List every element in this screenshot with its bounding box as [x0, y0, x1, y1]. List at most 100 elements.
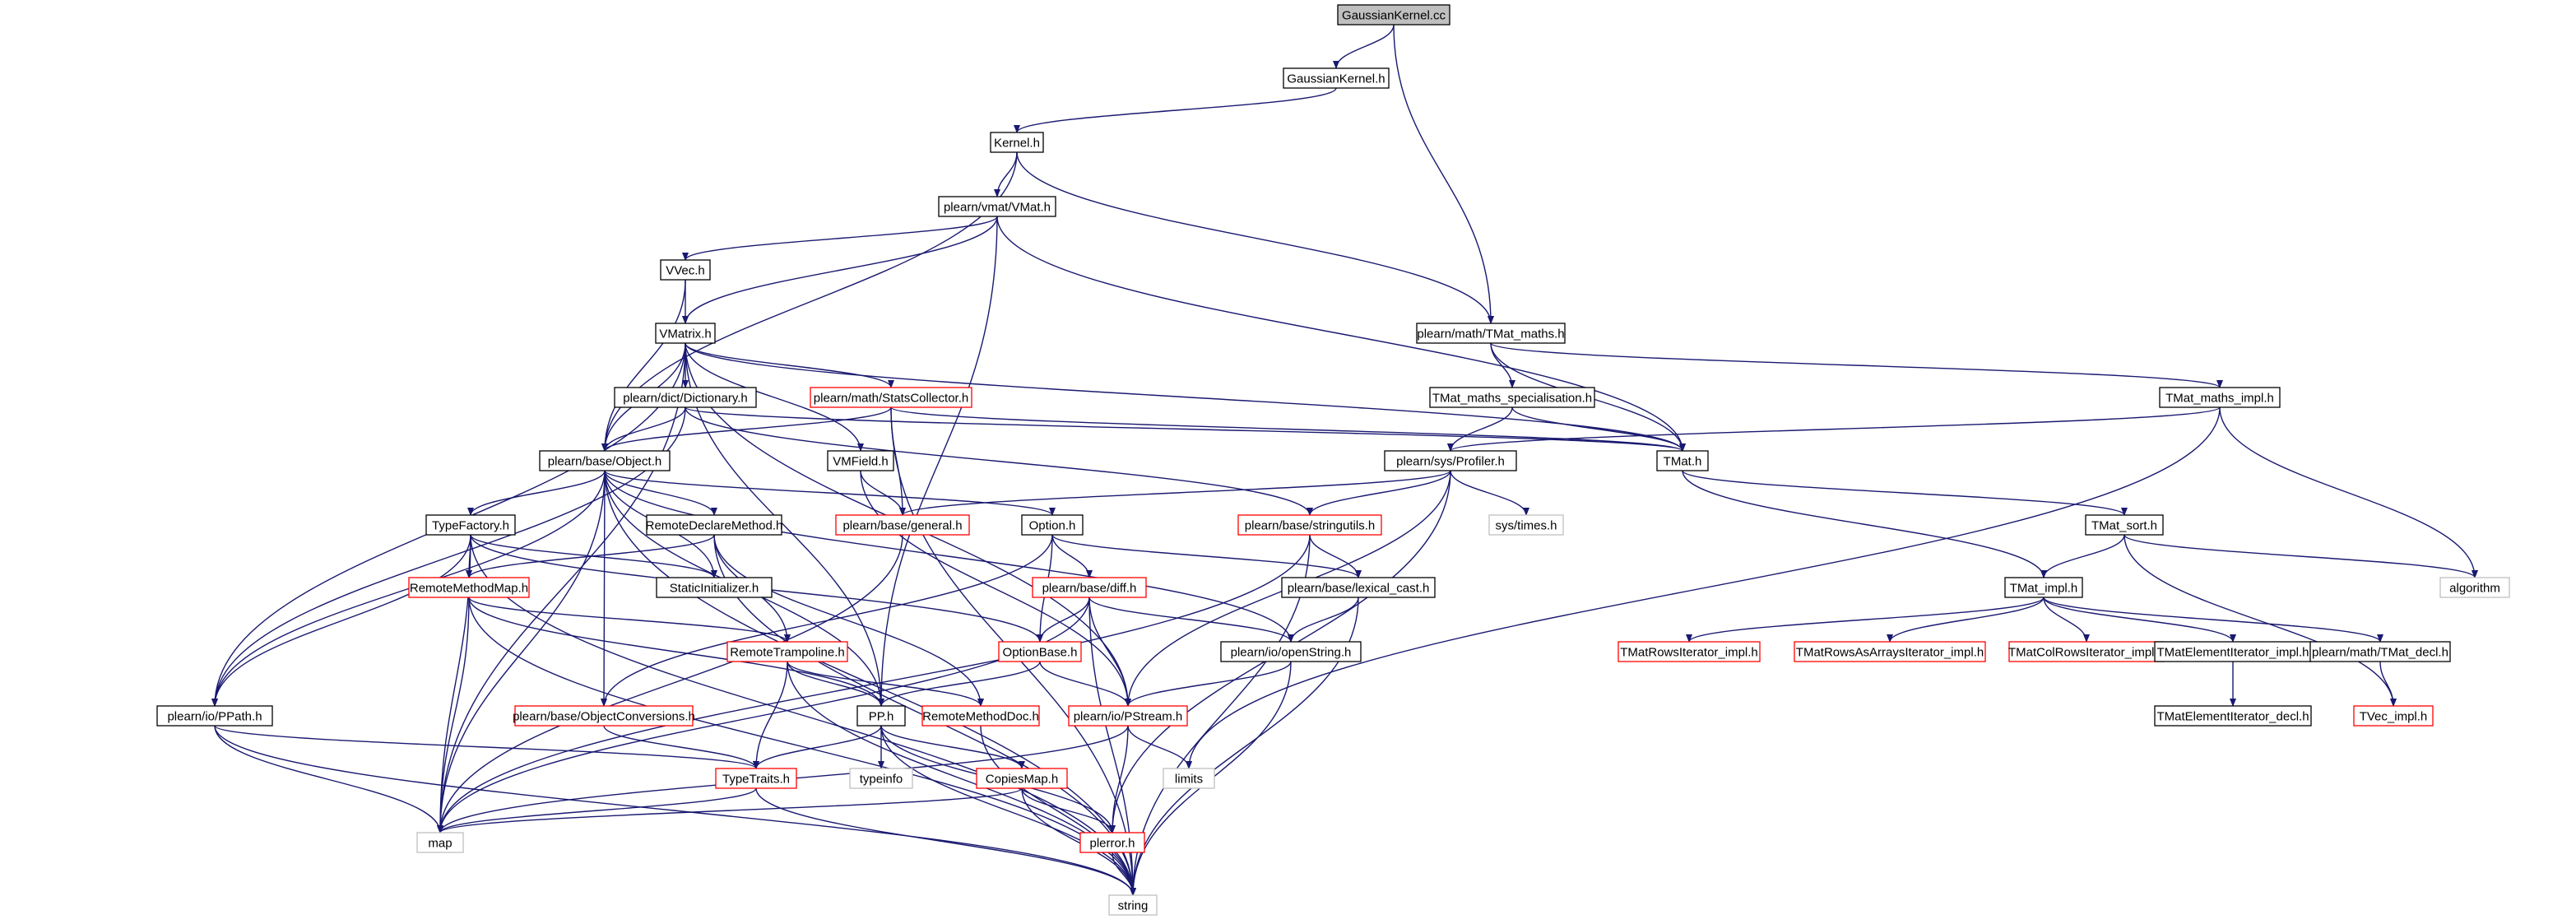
node-tmatrowsasarrays[interactable]: TMatRowsAsArraysIterator_impl.h: [1794, 641, 1986, 662]
node-typeinfo[interactable]: typeinfo: [849, 768, 913, 789]
edge-object-to-string: [604, 470, 1136, 896]
node-tmatrowsiter[interactable]: TMatRowsIterator_impl.h: [1618, 641, 1761, 662]
node-profiler[interactable]: plearn/sys/Profiler.h: [1384, 450, 1517, 471]
edge-vmat-to-tmat_h: [996, 216, 1686, 452]
node-label: TypeTraits.h: [722, 773, 790, 787]
node-tvec_impl[interactable]: TVec_impl.h: [2353, 705, 2434, 727]
node-tmat_sort[interactable]: TMat_sort.h: [2085, 514, 2164, 536]
edge-remotetrampoline-to-string: [787, 661, 1136, 896]
node-box: [715, 768, 797, 789]
node-remotetrampoline[interactable]: RemoteTrampoline.h: [726, 641, 848, 662]
node-gk_cc[interactable]: GaussianKernel.cc: [1337, 4, 1450, 26]
edge-copiesmap-to-map: [437, 787, 1023, 833]
node-box: [1416, 323, 1566, 344]
node-remotemethoddoc[interactable]: RemoteMethodDoc.h: [921, 705, 1040, 727]
node-typetraits[interactable]: TypeTraits.h: [715, 768, 797, 789]
node-label: TMatRowsAsArraysIterator_impl.h: [1796, 646, 1984, 660]
node-string[interactable]: string: [1108, 894, 1158, 916]
node-label: RemoteMethodMap.h: [410, 582, 528, 596]
node-limits[interactable]: limits: [1163, 768, 1215, 789]
edge-profiler-to-general: [899, 470, 1451, 516]
node-label: OptionBase.h: [1003, 646, 1078, 660]
node-box: [726, 641, 848, 662]
node-tmat_maths[interactable]: plearn/math/TMat_maths.h: [1416, 323, 1566, 344]
node-statscollector[interactable]: plearn/math/StatsCollector.h: [810, 387, 972, 408]
edge-profiler-to-stringutils: [1307, 470, 1451, 516]
node-label: plearn/base/lexical_cast.h: [1288, 582, 1430, 596]
node-tmat_impl[interactable]: TMat_impl.h: [2004, 577, 2083, 598]
node-general[interactable]: plearn/base/general.h: [835, 514, 970, 536]
node-tmatcolrows[interactable]: TMatColRowsIterator_impl.h: [2008, 641, 2165, 662]
node-staticinit[interactable]: StaticInitializer.h: [656, 577, 773, 598]
node-plerror[interactable]: plerror.h: [1079, 832, 1145, 853]
node-typefactory[interactable]: TypeFactory.h: [425, 514, 516, 536]
node-label: PP.h: [869, 710, 894, 724]
node-systimes[interactable]: sys/times.h: [1488, 514, 1564, 536]
edge-tmat_impl_maths-to-algorithm: [2219, 406, 2478, 578]
node-label: plearn/base/stringutils.h: [1245, 519, 1375, 533]
node-label: Option.h: [1029, 519, 1076, 533]
node-box: [1337, 4, 1450, 26]
node-remotemethodmap[interactable]: RemoteMethodMap.h: [408, 577, 530, 598]
edge-diff-to-optionbase: [1037, 597, 1090, 643]
edge-diff-to-pstream: [1088, 597, 1131, 707]
node-label: plearn/math/StatsCollector.h: [814, 392, 968, 406]
node-tmat_spec[interactable]: TMat_maths_specialisation.h: [1429, 387, 1595, 408]
node-object[interactable]: plearn/base/Object.h: [539, 450, 671, 471]
node-box: [2154, 705, 2312, 727]
node-tmatelemdecl[interactable]: TMatElementIterator_decl.h: [2154, 705, 2312, 727]
node-vmatrix[interactable]: VMatrix.h: [655, 323, 716, 344]
edge-gk_h-to-kernel: [1014, 87, 1337, 133]
edge-typefactory-to-string: [470, 534, 1136, 896]
node-remotedeclare[interactable]: RemoteDeclareMethod.h: [646, 514, 783, 536]
node-algorithm[interactable]: algorithm: [2439, 577, 2510, 598]
edge-object-to-typefactory: [467, 470, 606, 516]
node-diff[interactable]: plearn/base/diff.h: [1032, 577, 1147, 598]
node-map[interactable]: map: [416, 832, 464, 853]
node-tmat_decl[interactable]: plearn/math/TMat_decl.h: [2309, 641, 2451, 662]
node-label: GaussianKernel.cc: [1342, 9, 1446, 23]
edge-copiesmap-to-plerror: [1021, 787, 1116, 833]
edge-pp-to-string: [880, 725, 1136, 896]
node-label: RemoteMethodDoc.h: [922, 710, 1039, 724]
edge-object-to-map: [437, 470, 606, 833]
node-label: sys/times.h: [1495, 519, 1557, 533]
edge-ppath-to-typetraits: [214, 725, 759, 769]
node-stringutils[interactable]: plearn/base/stringutils.h: [1237, 514, 1382, 536]
node-pp[interactable]: PP.h: [856, 705, 906, 727]
edge-profiler-to-systimes: [1450, 470, 1529, 516]
node-copiesmap[interactable]: CopiesMap.h: [976, 768, 1068, 789]
node-optionbase[interactable]: OptionBase.h: [998, 641, 1082, 662]
node-ppath[interactable]: plearn/io/PPath.h: [156, 705, 273, 727]
edge-diff-to-map: [437, 597, 1090, 833]
node-tmatelemimpl[interactable]: TMatElementIterator_impl.h: [2154, 641, 2312, 662]
node-dictionary[interactable]: plearn/dict/Dictionary.h: [614, 387, 757, 408]
node-tmat_impl_maths[interactable]: TMat_maths_impl.h: [2159, 387, 2281, 408]
node-box: [1429, 387, 1595, 408]
node-vvec[interactable]: VVec.h: [660, 259, 711, 281]
node-option[interactable]: Option.h: [1021, 514, 1084, 536]
node-box: [1021, 514, 1084, 536]
edge-tmat_sort-to-tmat_impl: [2040, 534, 2125, 578]
edge-pp-to-typetraits: [753, 725, 882, 769]
node-gk_h[interactable]: GaussianKernel.h: [1283, 67, 1390, 89]
node-label: TMatRowsIterator_impl.h: [1620, 646, 1758, 660]
node-vmfield[interactable]: VMField.h: [827, 450, 894, 471]
node-lexical_cast[interactable]: plearn/base/lexical_cast.h: [1281, 577, 1436, 598]
edge-gk_cc-to-tmat_maths: [1393, 24, 1494, 324]
node-label: TMatElementIterator_decl.h: [2156, 710, 2309, 724]
node-box: [2085, 514, 2164, 536]
node-label: CopiesMap.h: [986, 773, 1058, 787]
edge-typetraits-to-map: [437, 787, 757, 833]
edge-vmatrix-to-map: [437, 342, 686, 833]
node-objconv[interactable]: plearn/base/ObjectConversions.h: [513, 705, 695, 727]
node-kernel[interactable]: Kernel.h: [990, 132, 1044, 153]
edge-pstream-to-plerror: [1109, 725, 1129, 833]
node-openstring[interactable]: plearn/io/openString.h: [1220, 641, 1362, 662]
node-pstream[interactable]: plearn/io/PStream.h: [1068, 705, 1188, 727]
node-label: TypeFactory.h: [432, 519, 509, 533]
node-tmat_h[interactable]: TMat.h: [1656, 450, 1709, 471]
node-vmat[interactable]: plearn/vmat/VMat.h: [938, 196, 1056, 217]
node-label: Kernel.h: [994, 137, 1040, 151]
node-box: [539, 450, 671, 471]
